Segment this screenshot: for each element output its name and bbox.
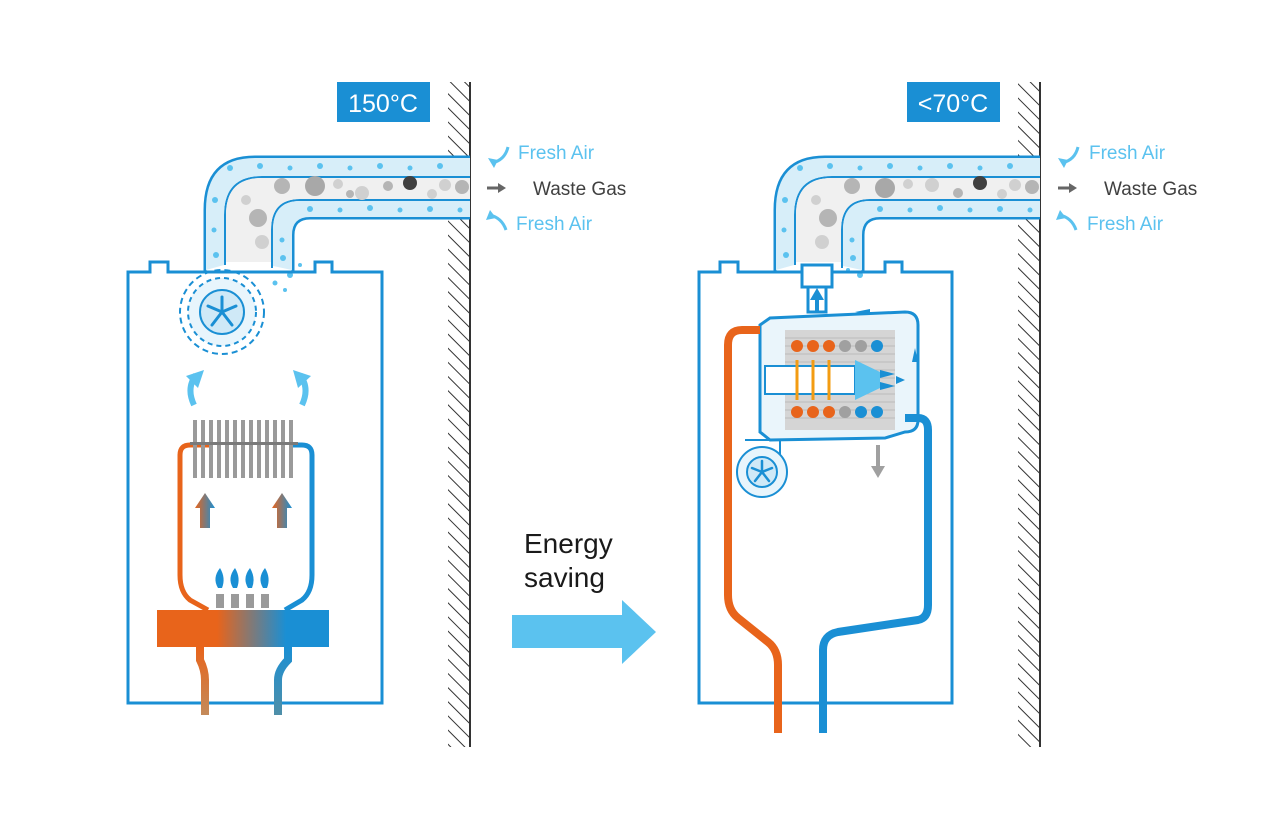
waste-gas-label-right: Waste Gas xyxy=(1104,179,1197,200)
boiler-casing-left xyxy=(126,260,384,705)
condensing-heat-exchanger xyxy=(758,309,920,442)
temperature-label-left: 150°C xyxy=(348,90,418,118)
pipe-out-hot-left xyxy=(196,647,209,715)
fresh-air-particles-left xyxy=(211,163,463,292)
burner-flames-left xyxy=(215,568,269,608)
fresh-air-bottom-right: Fresh Air xyxy=(1056,210,1164,235)
temperature-label-right: <70°C xyxy=(918,90,988,118)
pipe-out-cold-left xyxy=(274,647,292,715)
fresh-air-label-top-left: Fresh Air xyxy=(518,143,595,164)
energy-saving-arrow xyxy=(512,600,656,664)
energy-saving-block: Energy saving xyxy=(512,528,656,664)
fresh-air-label-top-right: Fresh Air xyxy=(1089,143,1166,164)
left-panel: 150°C xyxy=(126,82,626,747)
heat-exchanger-loop-left xyxy=(177,442,210,613)
flue-duct-fill-right xyxy=(776,158,1040,270)
fan-icon-left xyxy=(179,269,265,355)
fresh-air-label-bottom-right: Fresh Air xyxy=(1087,214,1164,235)
flue-duct-fill-left xyxy=(206,158,470,270)
temperature-badge-left: 150°C xyxy=(337,82,430,122)
boiler-casing-right xyxy=(697,260,954,705)
fresh-air-top-left: Fresh Air xyxy=(488,143,595,168)
energy-saving-line2: saving xyxy=(524,562,605,593)
temperature-badge-right: <70°C xyxy=(907,82,1000,122)
waste-gas-particles-left xyxy=(241,176,469,249)
flue-duct-right xyxy=(773,155,1040,272)
fresh-air-top-right: Fresh Air xyxy=(1058,143,1166,168)
pipe-cold-right xyxy=(819,414,932,733)
condensate-drain-right xyxy=(871,445,885,478)
waste-gas-particles-right xyxy=(811,176,1039,249)
energy-saving-line1: Energy xyxy=(524,528,613,559)
fan-icon-right xyxy=(736,439,788,498)
waste-gas-label-left: Waste Gas xyxy=(533,179,626,200)
right-panel: <70°C xyxy=(697,82,1197,747)
hot-air-arrows-left xyxy=(187,373,309,407)
fresh-air-label-bottom-left: Fresh Air xyxy=(516,214,593,235)
fresh-air-bottom-left: Fresh Air xyxy=(486,210,593,235)
heat-up-arrows-left xyxy=(195,493,292,528)
flue-duct-left xyxy=(203,155,470,272)
waste-gas-left: Waste Gas xyxy=(487,179,626,200)
manifold-left xyxy=(157,610,329,647)
pipe-hot-right xyxy=(724,326,782,733)
waste-gas-right: Waste Gas xyxy=(1058,179,1197,200)
heat-fins-left xyxy=(190,420,298,478)
